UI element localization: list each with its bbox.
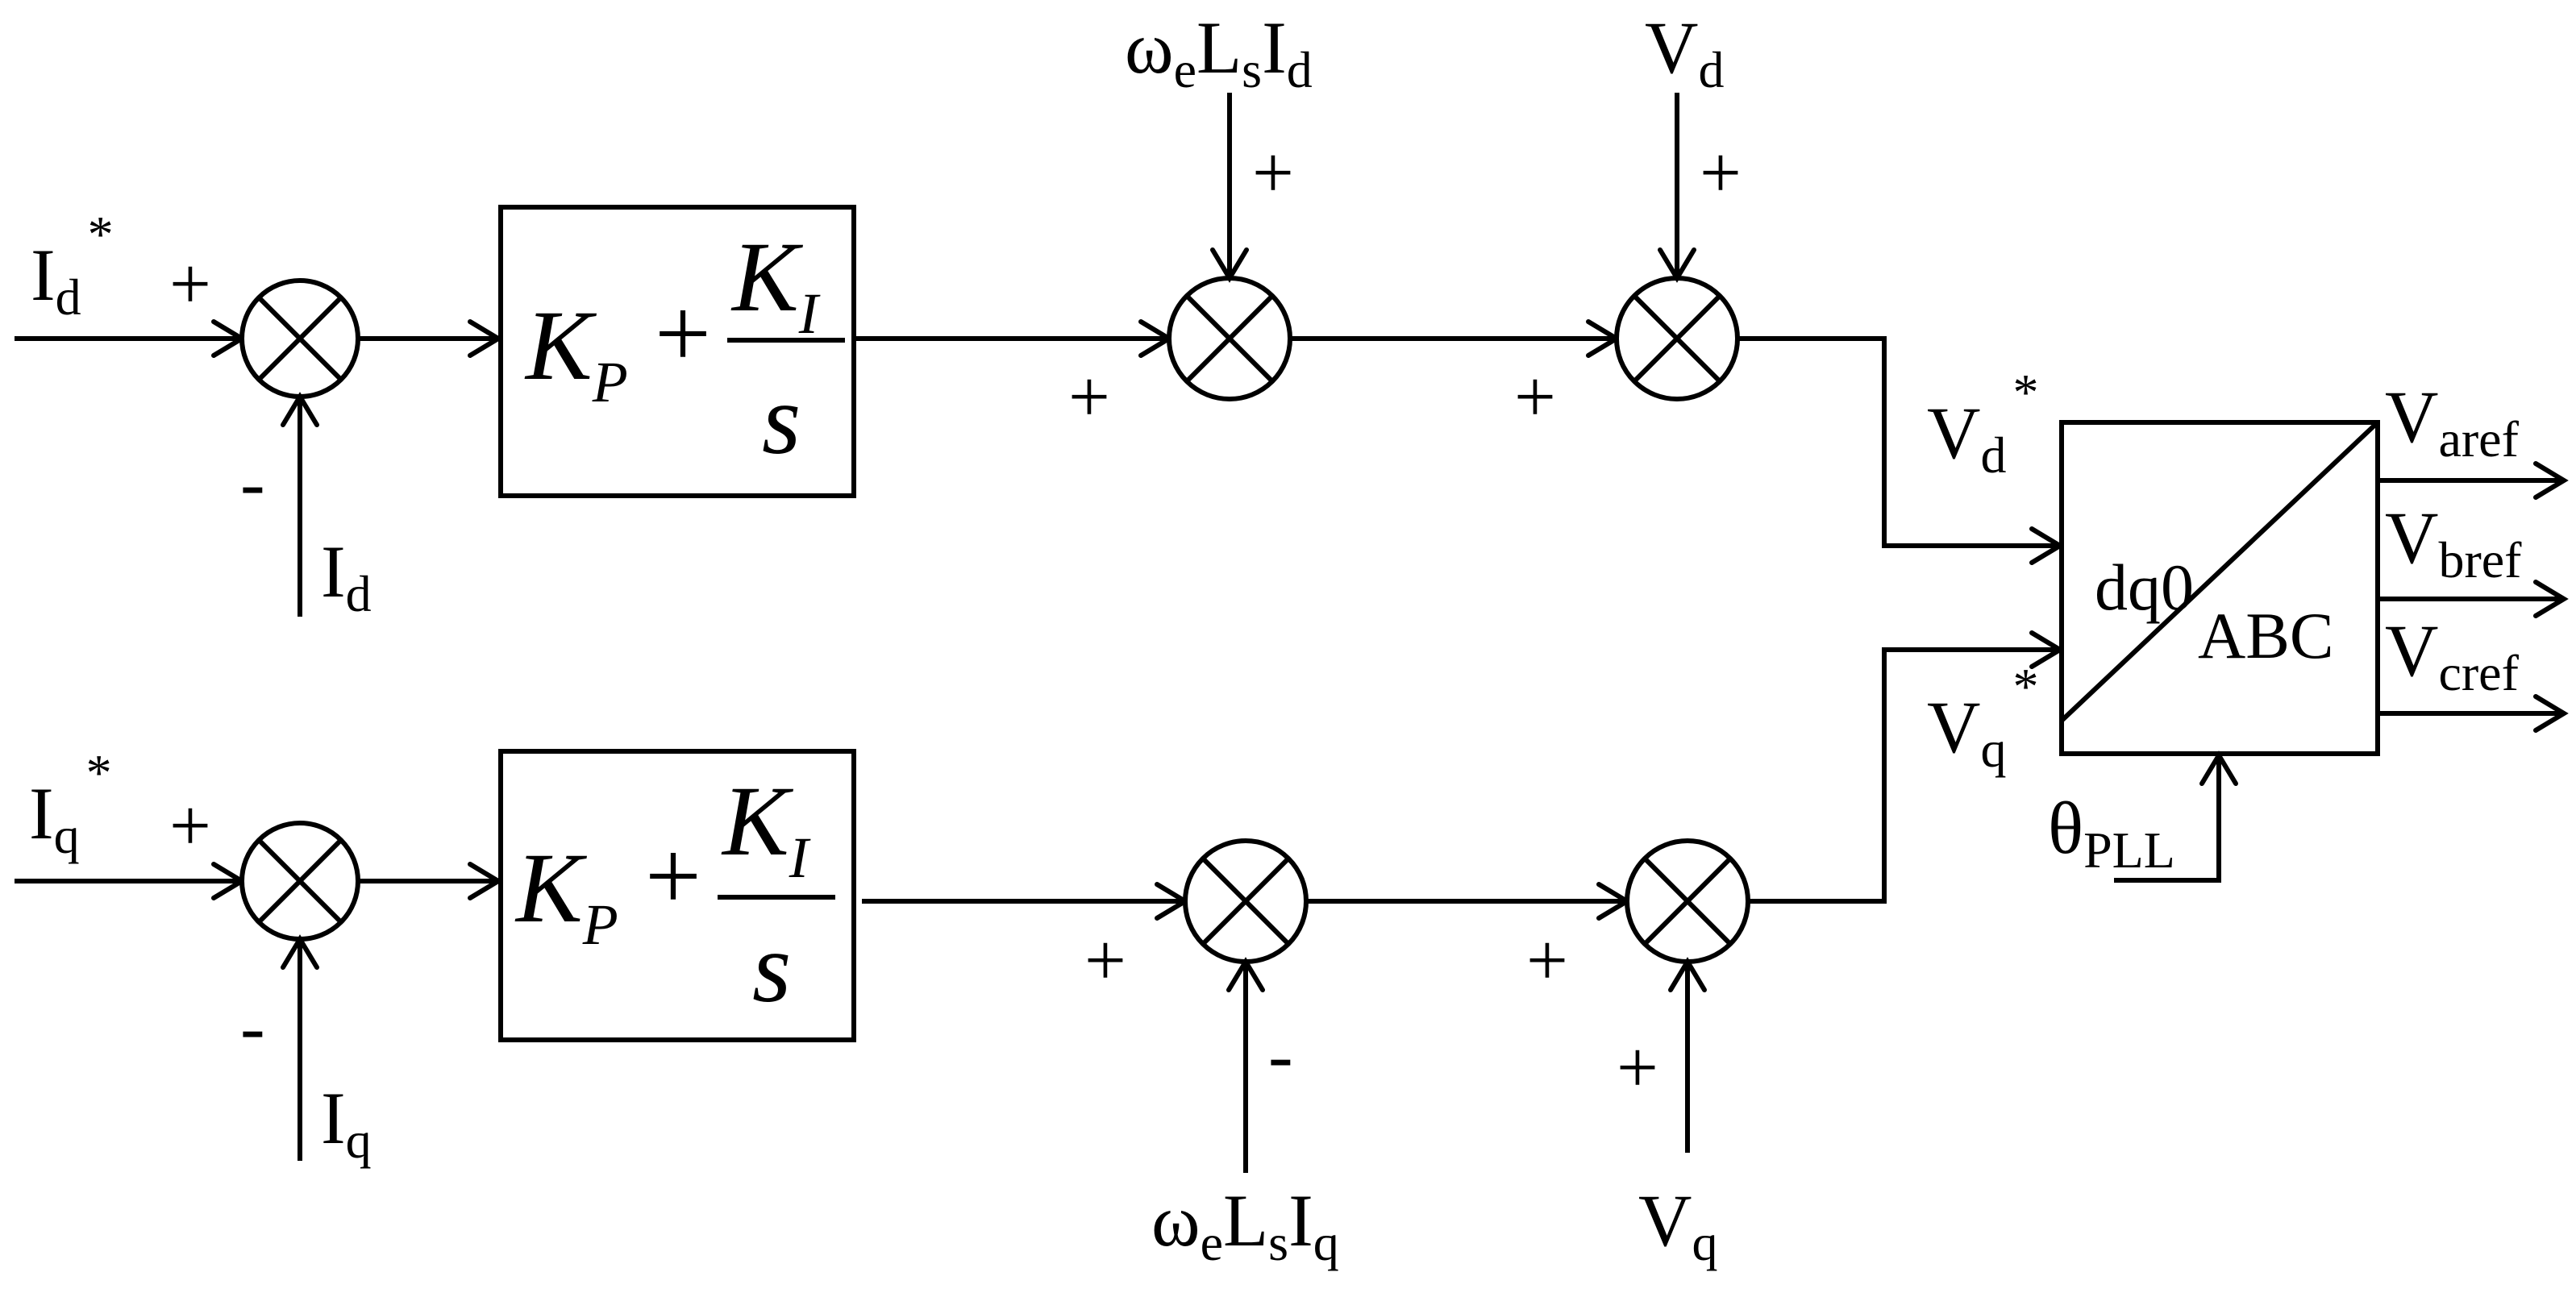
theta-pll-label: θPLL (2048, 787, 2175, 879)
id-feedback-arrowhead (281, 392, 319, 427)
vq-ref-label: Vq* (1927, 658, 2038, 778)
svg-text:s: s (762, 364, 801, 475)
sum1-input-sign: + (169, 243, 211, 325)
sum2-input-sign: + (1068, 355, 1110, 438)
varef-output-arrowhead (2533, 461, 2569, 500)
sum-junction-d-error (239, 278, 360, 399)
decouple-d-arrowhead (1210, 247, 1249, 283)
sum1-feedback-sign: - (240, 442, 265, 524)
transform-bottom-label: ABC (2198, 599, 2334, 672)
decouple-d-label: ωeLsId (1125, 6, 1313, 98)
pi-controller-d-block (498, 205, 856, 498)
sum5-feedforward-sign: - (1268, 1014, 1293, 1096)
sum4-feedback-sign: - (240, 986, 265, 1068)
vd-ref-label: Vd* (1927, 364, 2038, 484)
decouple-q-arrowhead (1226, 957, 1265, 992)
sum-junction-d-feedforward (1614, 276, 1740, 401)
vd-feedforward-label: Vd (1645, 6, 1724, 98)
svg-text:+: + (655, 278, 711, 389)
iq-feedback-arrowhead (281, 934, 319, 970)
sum4-input-sign: + (169, 784, 211, 867)
decouple-q-label: ωeLsIq (1151, 1179, 1339, 1271)
id-ref-label: Id* (31, 206, 114, 326)
sum-junction-d-decouple (1167, 276, 1292, 401)
vbref-output-arrowhead (2533, 580, 2569, 618)
vbref-label: Vbref (2385, 497, 2522, 588)
transform-diagonal (2059, 420, 2380, 723)
vq-ref-line (1748, 647, 2060, 904)
pi-expression-q: KP + KI s (514, 766, 835, 1023)
svg-text:KI: KI (730, 222, 821, 346)
sum6-feedforward-sign: + (1617, 1026, 1658, 1108)
pi-expression-d: KP + KI s (524, 222, 845, 475)
svg-text:KP: KP (524, 290, 628, 414)
iq-ref-label: Iq* (29, 744, 112, 864)
sum-junction-q-error (239, 821, 360, 942)
vd-feedforward-arrowhead (1658, 247, 1696, 283)
sum6-input-sign: + (1526, 919, 1568, 1001)
varef-label: Varef (2385, 376, 2520, 468)
svg-text:KI: KI (721, 766, 811, 890)
vd-ref-line (1737, 336, 2060, 548)
svg-text:s: s (752, 913, 791, 1023)
vq-feedforward-arrowhead (1668, 957, 1707, 992)
vcref-label: Vcref (2385, 609, 2520, 701)
dq0-abc-transform-block (2059, 420, 2380, 756)
svg-text:+: + (645, 821, 701, 931)
sum2-feedforward-sign: + (1252, 131, 1294, 214)
vq-feedforward-label: Vq (1638, 1179, 1717, 1271)
sum3-input-sign: + (1514, 355, 1556, 438)
iq-feedback-label: Iq (321, 1077, 372, 1169)
sum3-feedforward-sign: + (1700, 131, 1742, 214)
svg-text:KP: KP (514, 833, 618, 957)
vcref-output-arrowhead (2533, 694, 2569, 733)
sum-junction-q-feedforward (1625, 838, 1750, 964)
id-feedback-label: Id (321, 530, 372, 622)
theta-pll-line (2114, 755, 2221, 883)
sum5-input-sign: + (1084, 919, 1126, 1001)
transform-top-label: dq0 (2095, 551, 2194, 624)
sum-junction-q-decouple (1183, 838, 1309, 964)
theta-pll-arrowhead (2199, 750, 2238, 786)
